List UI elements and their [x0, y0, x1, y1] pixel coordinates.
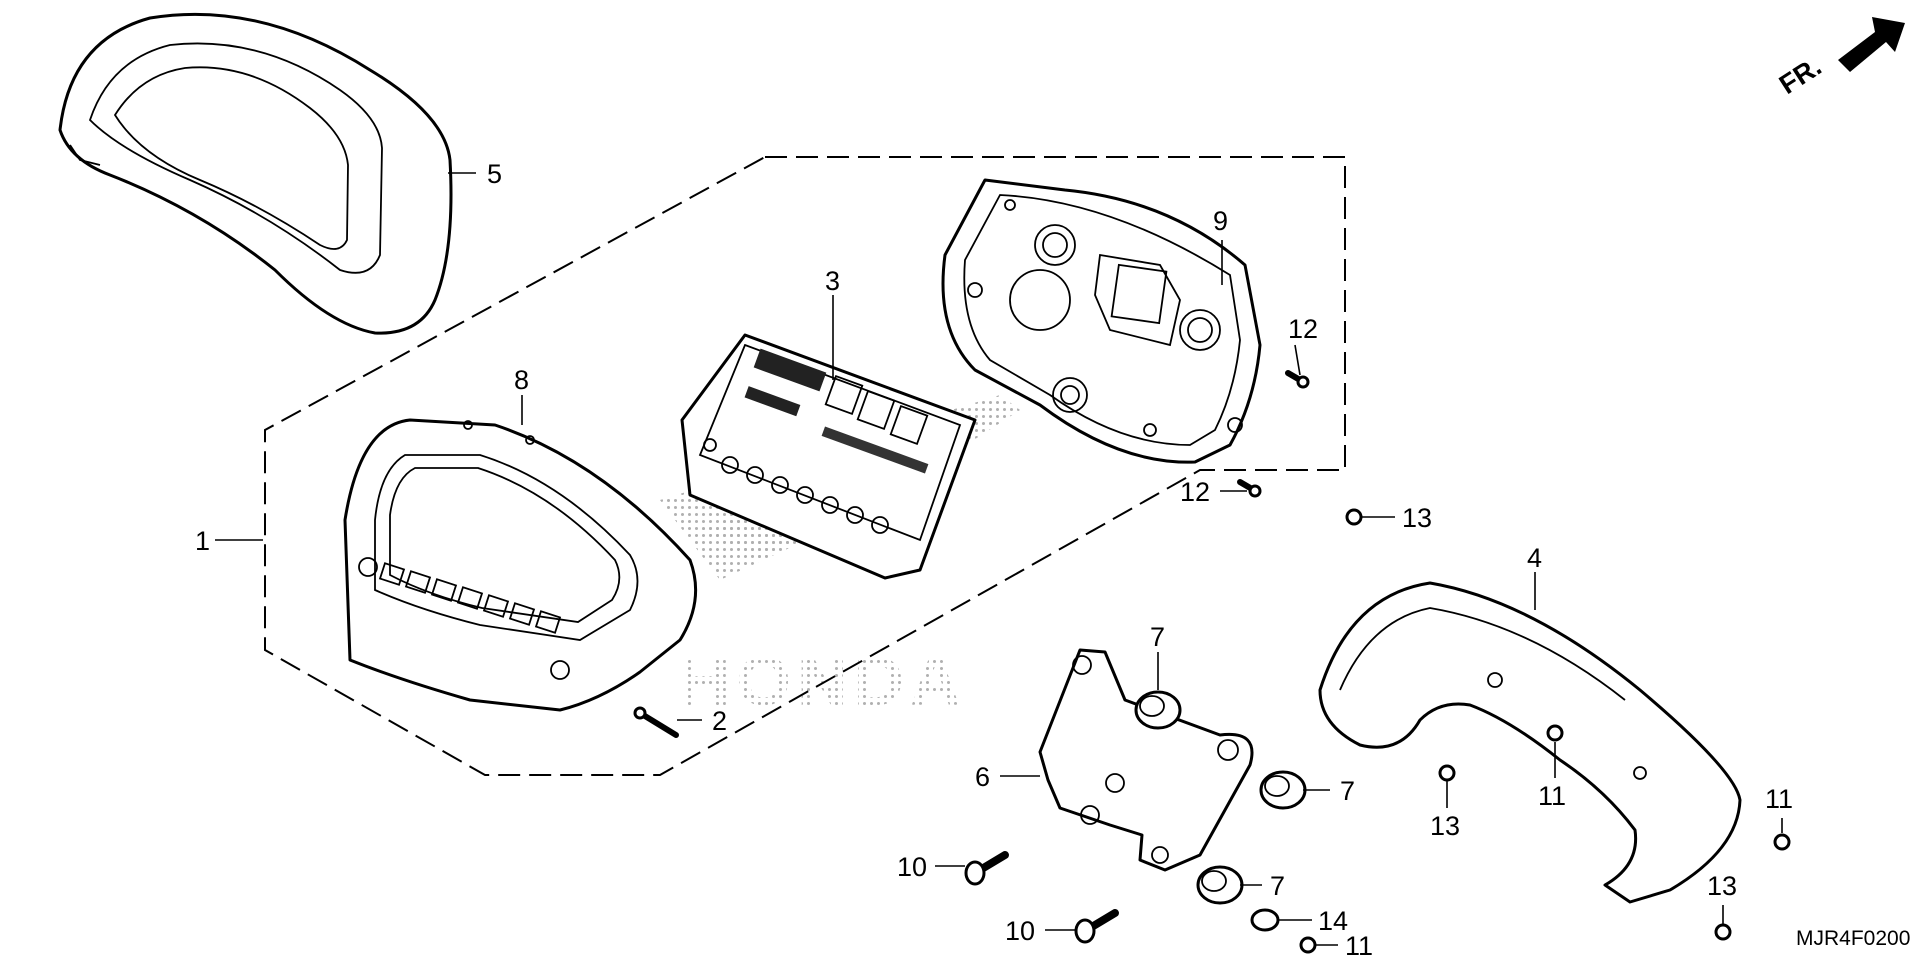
grommet-part-7c[interactable] [1196, 865, 1244, 905]
callout-9: 9 [1213, 206, 1228, 236]
callout-6: 6 [975, 762, 990, 792]
nut-part-11c[interactable] [1773, 833, 1791, 851]
bolt-part-10a[interactable] [964, 851, 1009, 886]
callout-3: 3 [825, 266, 840, 296]
callout-10a: 10 [897, 852, 927, 882]
callout-7c: 7 [1270, 871, 1285, 901]
grommet-part-7a[interactable] [1134, 690, 1182, 730]
callout-1: 1 [195, 526, 210, 556]
meter-rear-case-part[interactable] [941, 178, 1262, 464]
callout-11c: 11 [1765, 784, 1793, 814]
clip-part-13a[interactable] [1345, 508, 1363, 526]
screw-part-12a[interactable] [1285, 370, 1310, 389]
callout-5: 5 [487, 159, 502, 189]
callout-7a: 7 [1150, 622, 1165, 652]
svg-text:HONDA: HONDA [680, 642, 967, 720]
bolt-part-10b[interactable] [1074, 909, 1119, 944]
callout-13c: 13 [1707, 871, 1737, 901]
callout-11b: 11 [1538, 781, 1566, 811]
clip-part-13c[interactable] [1714, 923, 1732, 941]
nut-part-11a[interactable] [1299, 936, 1317, 954]
callout-4: 4 [1527, 543, 1542, 573]
screw-part-12b[interactable] [1237, 479, 1262, 498]
diagram-code: MJR4F0200 [1796, 927, 1910, 950]
screw-part-2[interactable] [633, 706, 679, 738]
board-components [744, 348, 929, 474]
front-direction-indicator: FR. [1774, 17, 1905, 100]
callout-13a: 13 [1402, 503, 1432, 533]
callout-7b: 7 [1340, 776, 1355, 806]
meter-case-part[interactable] [343, 418, 698, 712]
callout-12a: 12 [1288, 314, 1318, 344]
assembly-boundary [264, 156, 1346, 776]
leader-lines [215, 172, 1783, 946]
grommet-part-7b[interactable] [1259, 770, 1307, 810]
front-arrow-icon [1838, 17, 1905, 72]
lower-cover-part[interactable] [1318, 581, 1742, 904]
circuit-board-part[interactable] [680, 333, 977, 580]
clip-part-13b[interactable] [1438, 764, 1456, 782]
callout-11a: 11 [1345, 931, 1373, 960]
callout-10b: 10 [1005, 916, 1035, 946]
callout-12b: 12 [1180, 477, 1210, 507]
callout-14: 14 [1318, 906, 1348, 936]
callout-13b: 13 [1430, 811, 1460, 841]
meter-button-row [378, 562, 562, 634]
meter-visor-part[interactable] [58, 12, 453, 335]
washer-part-14[interactable] [1250, 908, 1280, 932]
front-direction-label: FR. [1774, 51, 1827, 100]
callout-2: 2 [712, 706, 727, 736]
nut-part-11b[interactable] [1546, 724, 1564, 742]
callout-8: 8 [514, 365, 529, 395]
meter-bracket-part[interactable] [1038, 648, 1254, 872]
